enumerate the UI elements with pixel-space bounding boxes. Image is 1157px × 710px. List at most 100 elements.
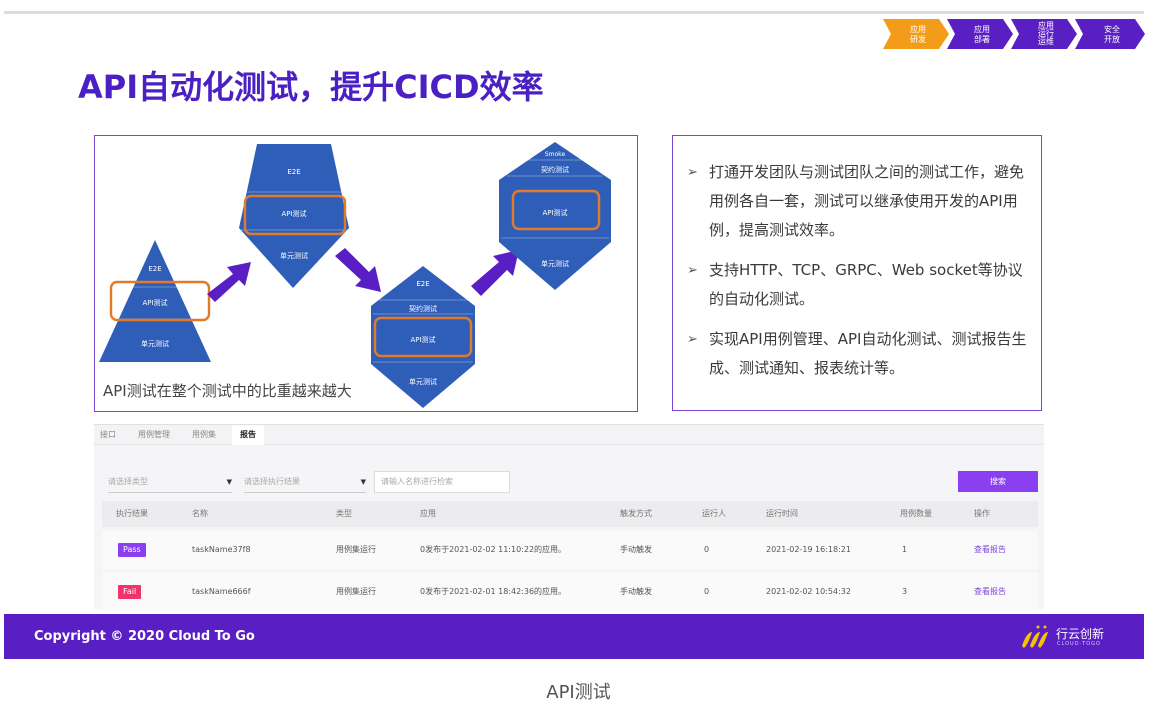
bullet-text: 实现API用例管理、API自动化测试、测试报告生成、测试通知、报表统计等。 xyxy=(709,330,1027,377)
copyright-text: Copyright © 2020 Cloud To Go xyxy=(34,629,255,644)
tab-case-set[interactable]: 用例集 xyxy=(192,430,216,439)
fail-badge: Fail xyxy=(118,585,142,599)
col-time: 运行时间 xyxy=(766,509,798,518)
p4-mid-label: API测试 xyxy=(542,208,567,217)
col-result: 执行结果 xyxy=(116,509,148,518)
step-chevron-dev xyxy=(883,19,949,49)
table-header: 执行结果 名称 类型 应用 触发方式 运行人 运行时间 用例数量 操作 xyxy=(102,501,1038,527)
company-logo: 行云创新 CLOUD·TOGO xyxy=(1018,622,1118,652)
result-select[interactable]: 请选择执行结果 ▼ xyxy=(244,471,366,493)
pyramid-3 xyxy=(371,266,475,408)
arrow-right-up-2 xyxy=(471,250,519,296)
step-chevron-security xyxy=(1075,19,1145,49)
testing-pyramid-diagram: E2E API测试 单元测试 E2E API测试 单元测试 E2E 契约测试 A… xyxy=(94,135,638,412)
type-select[interactable]: 请选择类型 ▼ xyxy=(108,471,232,493)
col-trigger: 触发方式 xyxy=(620,509,652,518)
view-report-link[interactable]: 查看报告 xyxy=(974,587,1006,596)
cell-time: 2021-02-02 10:54:32 xyxy=(766,587,851,596)
step-2-line1: 应用 xyxy=(974,24,990,34)
pyramid-2 xyxy=(239,144,349,288)
p1-top-label: E2E xyxy=(148,265,161,273)
table-row: Fail taskName666f 用例集运行 0发布于2021-02-01 1… xyxy=(102,573,1038,611)
top-divider xyxy=(4,11,1144,14)
image-caption: API测试 xyxy=(546,682,611,703)
cell-runner: 0 xyxy=(704,587,710,596)
p4-contract-label: 契约测试 xyxy=(541,165,569,174)
step-3-line3: 运维 xyxy=(1038,36,1054,46)
feature-bullets: ➢ 打通开发团队与测试团队之间的测试工作，避免用例各自一套，测试可以继承使用开发… xyxy=(672,135,1042,411)
process-steps: 应用 研发 应用 部署 应用 运行 运维 安全 开放 xyxy=(883,19,1145,49)
arrow-bullet-icon: ➢ xyxy=(687,332,698,347)
page-title: API自动化测试，提升CICD效率 xyxy=(78,68,544,106)
p4-bottom-label: 单元测试 xyxy=(541,259,569,268)
bullet-item: ➢ 打通开发团队与测试团队之间的测试工作，避免用例各自一套，测试可以继承使用开发… xyxy=(687,158,1027,245)
diagram-caption: API测试在整个测试中的比重越来越大 xyxy=(103,382,352,400)
p3-bottom-label: 单元测试 xyxy=(409,377,437,386)
cell-name: taskName666f xyxy=(192,587,251,596)
col-count: 用例数量 xyxy=(900,509,932,518)
bullet-text: 支持HTTP、TCP、GRPC、Web socket等协议的自动化测试。 xyxy=(709,261,1023,308)
cell-count: 1 xyxy=(902,545,908,554)
cell-trigger: 手动触发 xyxy=(620,587,652,596)
p2-mid-label: API测试 xyxy=(281,209,306,218)
tab-case-management[interactable]: 用例管理 xyxy=(138,430,170,439)
cell-time: 2021-02-19 16:18:21 xyxy=(766,545,851,554)
tab-bar: 接口 用例管理 用例集 报告 xyxy=(94,425,1044,445)
col-runner: 运行人 xyxy=(702,509,726,518)
col-action: 操作 xyxy=(974,509,990,518)
p1-mid-label: API测试 xyxy=(142,298,167,307)
pyramid-1 xyxy=(99,240,211,362)
table-row: Pass taskName37f8 用例集运行 0发布于2021-02-02 1… xyxy=(102,531,1038,569)
step-3-line1: 应用 xyxy=(1038,20,1054,30)
p4-highlight-box xyxy=(511,189,601,231)
caret-down-icon: ▼ xyxy=(226,478,232,486)
cell-type: 用例集运行 xyxy=(336,587,376,596)
p3-contract-label: 契约测试 xyxy=(409,304,437,313)
cell-trigger: 手动触发 xyxy=(620,545,652,554)
p3-top-label: E2E xyxy=(416,280,429,288)
tab-interface[interactable]: 接口 xyxy=(100,430,116,439)
filter-bar: 请选择类型 ▼ 请选择执行结果 ▼ 请输入名称进行检索 搜索 xyxy=(102,471,1042,493)
tab-report[interactable]: 报告 xyxy=(232,425,264,445)
arrow-bullet-icon: ➢ xyxy=(687,263,698,278)
cell-type: 用例集运行 xyxy=(336,545,376,554)
caret-down-icon: ▼ xyxy=(360,478,366,486)
p1-bottom-label: 单元测试 xyxy=(141,339,169,348)
step-chevron-ops xyxy=(1011,19,1077,49)
bullet-item: ➢ 实现API用例管理、API自动化测试、测试报告生成、测试通知、报表统计等。 xyxy=(687,325,1027,383)
bullet-text: 打通开发团队与测试团队之间的测试工作，避免用例各自一套，测试可以继承使用开发的A… xyxy=(709,163,1025,239)
pyramid-4 xyxy=(499,142,611,290)
cell-runner: 0 xyxy=(704,545,710,554)
p3-mid-label: API测试 xyxy=(410,335,435,344)
step-4-line2: 开放 xyxy=(1104,34,1120,44)
step-1-line1: 应用 xyxy=(910,24,926,34)
col-type: 类型 xyxy=(336,509,352,518)
step-4-line1: 安全 xyxy=(1104,24,1120,34)
p2-highlight-box xyxy=(243,194,347,236)
col-app: 应用 xyxy=(420,509,436,518)
logo-text: 行云创新 xyxy=(1056,627,1105,641)
bullet-item: ➢ 支持HTTP、TCP、GRPC、Web socket等协议的自动化测试。 xyxy=(687,256,1027,314)
p4-top-label: Smoke xyxy=(545,151,566,158)
p3-highlight-box xyxy=(373,316,473,358)
step-3-line2: 运行 xyxy=(1038,28,1054,38)
result-select-placeholder: 请选择执行结果 xyxy=(244,477,300,486)
cell-app: 0发布于2021-02-01 18:42:36的应用。 xyxy=(420,587,567,596)
step-2-line2: 部署 xyxy=(974,34,990,44)
view-report-link[interactable]: 查看报告 xyxy=(974,545,1006,554)
arrow-right-down xyxy=(335,248,381,292)
col-name: 名称 xyxy=(192,509,208,518)
cell-app: 0发布于2021-02-02 11:10:22的应用。 xyxy=(420,545,567,554)
pass-badge: Pass xyxy=(118,543,146,557)
step-chevron-deploy xyxy=(947,19,1013,49)
search-button[interactable]: 搜索 xyxy=(958,471,1038,492)
logo-mark-icon xyxy=(1022,625,1048,648)
cell-count: 3 xyxy=(902,587,908,596)
cell-name: taskName37f8 xyxy=(192,545,251,554)
p2-top-label: E2E xyxy=(287,168,300,176)
search-input[interactable]: 请输入名称进行检索 xyxy=(374,471,510,493)
arrow-right-up-1 xyxy=(207,262,251,302)
footer-bar: Copyright © 2020 Cloud To Go 行云创新 CLOUD·… xyxy=(4,614,1144,659)
report-app: 接口 用例管理 用例集 报告 请选择类型 ▼ 请选择执行结果 ▼ 请输入名称进行… xyxy=(94,424,1044,611)
